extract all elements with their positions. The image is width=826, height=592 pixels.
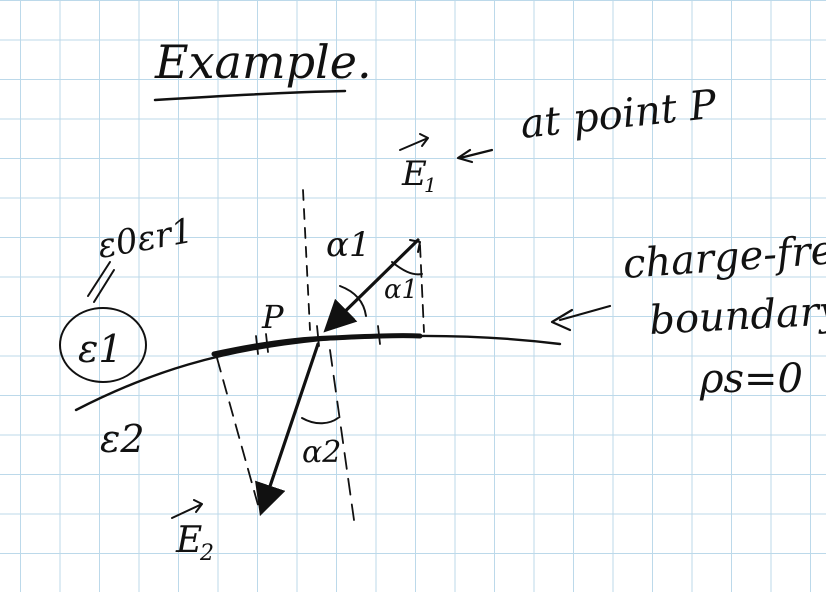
eps-link-mark <box>87 261 115 303</box>
alpha1-arc-inner <box>391 261 423 276</box>
boundary-annotation-arrow <box>550 304 612 332</box>
projection-dashed-left <box>216 357 259 506</box>
e1-vector-label: E <box>401 154 427 194</box>
e1-vector-tip-scribble <box>409 239 421 253</box>
title-underline <box>153 89 347 102</box>
e2-vector-subscript: 2 <box>199 541 214 566</box>
alpha1-arc-top <box>339 285 367 317</box>
rho-s-label: ρs=0 <box>699 356 803 402</box>
e1-note: at point P <box>518 82 719 148</box>
title: Example. <box>154 35 372 89</box>
vertical-dashed-right <box>419 244 425 333</box>
eps-product-label: ε0εr1 <box>95 211 197 267</box>
alpha1-top-label: α1 <box>326 225 371 265</box>
alpha1-inner-label: α1 <box>384 275 418 305</box>
eps2-label: ε2 <box>100 417 145 461</box>
boundary-tick-marks <box>255 325 381 355</box>
alpha2-arc <box>301 417 339 425</box>
eps1-circle <box>59 307 147 383</box>
point-p-label: P <box>261 298 284 336</box>
alpha2-label: α2 <box>302 435 341 470</box>
normal-dashed-upper <box>302 189 311 331</box>
boundary-label-line1: charge-free <box>621 226 826 288</box>
boundary-thick-segment <box>211 333 423 357</box>
eps1-label: ε1 <box>78 327 123 371</box>
normal-dashed-lower <box>329 349 355 521</box>
e2-vector <box>255 342 320 517</box>
e1-vector-subscript: 1 <box>424 173 437 197</box>
e1-vector <box>323 238 420 333</box>
e2-vector-label: E <box>175 520 202 561</box>
e2-vector-bar <box>171 499 203 519</box>
e1-note-arrow <box>456 148 494 164</box>
boundary-label-line2: boundary <box>648 288 826 344</box>
e1-vector-bar <box>399 133 429 151</box>
